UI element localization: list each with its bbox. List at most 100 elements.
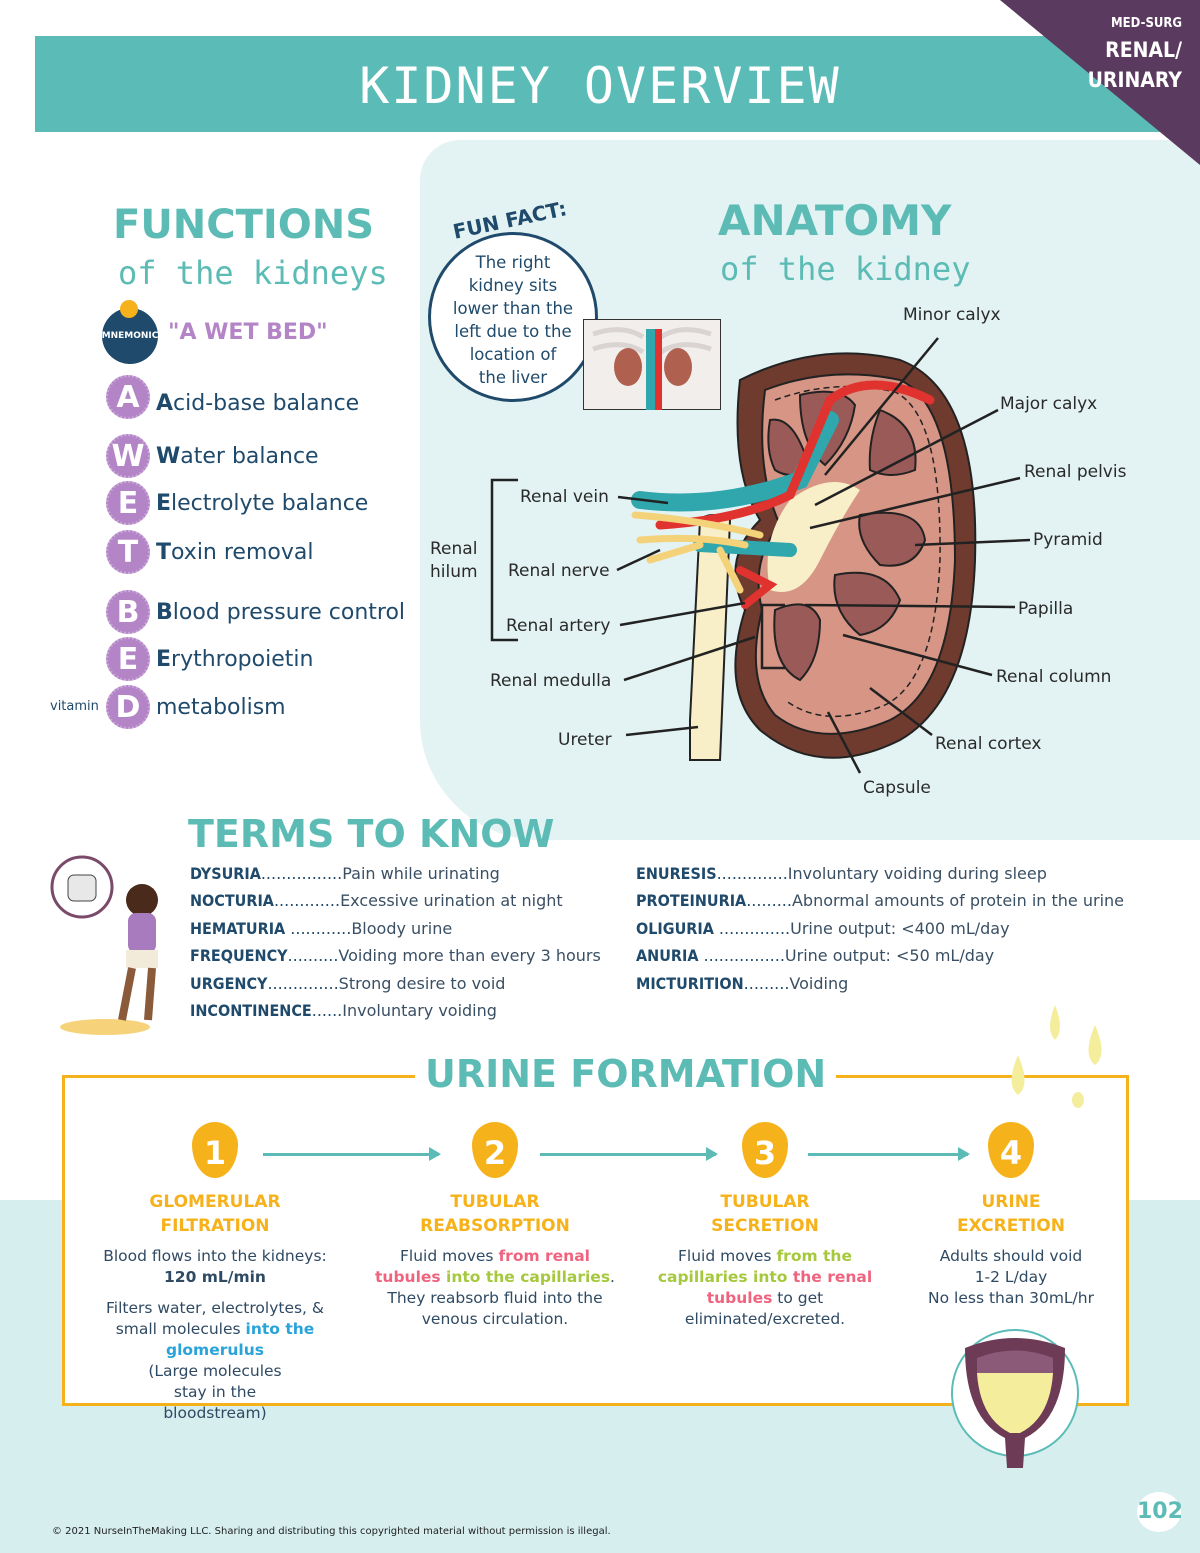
label-renal-vein: Renal vein bbox=[520, 487, 609, 507]
flow-arrow bbox=[540, 1147, 718, 1161]
step-heading: URINE bbox=[981, 1192, 1041, 1212]
term-definition: Strong desire to void bbox=[338, 974, 506, 993]
step-text: Adults should void bbox=[939, 1247, 1083, 1265]
term-definition: Urine output: <400 mL/day bbox=[790, 919, 1010, 938]
term-dots: ...... bbox=[311, 1001, 343, 1020]
step-heading: GLOMERULAR bbox=[149, 1192, 281, 1212]
letter-badge: A bbox=[106, 375, 150, 419]
step-highlight-pink: the renal tubules bbox=[706, 1268, 873, 1307]
letter-badge: D bbox=[106, 685, 150, 729]
step-heading: REABSORPTION bbox=[420, 1216, 570, 1236]
label-capsule: Capsule bbox=[863, 778, 931, 798]
anatomy-subtitle: of the kidney bbox=[720, 250, 971, 288]
term-row: URGENCY..............Strong desire to vo… bbox=[190, 974, 505, 993]
term-name: OLIGURIA bbox=[636, 919, 714, 938]
function-text: ater balance bbox=[180, 443, 319, 469]
term-definition: Excessive urination at night bbox=[340, 891, 563, 910]
term-name: ANURIA bbox=[636, 946, 699, 965]
label-major-calyx: Major calyx bbox=[1000, 394, 1098, 414]
letter-badge: E bbox=[106, 637, 150, 681]
step-highlight-pink: from renal tubules bbox=[375, 1247, 590, 1286]
term-definition: Involuntary voiding bbox=[342, 1001, 497, 1020]
term-dots: ............. bbox=[273, 891, 341, 910]
droplets-decoration bbox=[1011, 1005, 1102, 1108]
page-title: KIDNEY OVERVIEW bbox=[359, 57, 841, 115]
first-letter: A bbox=[156, 390, 174, 416]
first-letter: B bbox=[156, 599, 173, 625]
term-row: HEMATURIA ............Bloody urine bbox=[190, 919, 452, 938]
function-text: rythropoietin bbox=[171, 646, 314, 672]
first-letter: T bbox=[156, 539, 172, 565]
hilum-line: hilum bbox=[430, 562, 478, 582]
term-definition: Voiding more than every 3 hours bbox=[338, 946, 601, 965]
term-dots: .............. bbox=[716, 864, 788, 883]
first-letter: E bbox=[156, 646, 172, 672]
term-name: DYSURIA bbox=[190, 864, 261, 883]
step-highlight-green: into the capillaries bbox=[440, 1268, 611, 1286]
fun-fact-line: kidney sits bbox=[468, 276, 558, 295]
term-row: PROTEINURIA.........Abnormal amounts of … bbox=[636, 891, 1124, 910]
step-heading: SECRETION bbox=[711, 1216, 819, 1236]
corner-tab bbox=[1000, 0, 1200, 165]
step-highlight: into the glomerulus bbox=[166, 1320, 315, 1359]
step-text: Filters water, electrolytes, & small mol… bbox=[105, 1299, 324, 1338]
fun-fact-line: The right bbox=[475, 253, 551, 272]
step-heading: TUBULAR bbox=[720, 1192, 810, 1212]
label-papilla: Papilla bbox=[1018, 599, 1074, 619]
letter-badge: B bbox=[106, 590, 150, 634]
step-text: They reabsorb fluid into the venous circ… bbox=[387, 1289, 603, 1328]
term-row: FREQUENCY..........Voiding more than eve… bbox=[190, 946, 601, 965]
vitamin-prefix: vitamin bbox=[50, 699, 99, 714]
term-name: URGENCY bbox=[190, 974, 268, 993]
lightbulb-icon bbox=[120, 300, 138, 318]
term-name: FREQUENCY bbox=[190, 946, 288, 965]
term-dots: ............ bbox=[285, 919, 352, 938]
step-number-droplet: 1 bbox=[192, 1122, 238, 1178]
term-definition: Voiding bbox=[789, 974, 849, 993]
term-definition: Abnormal amounts of protein in the urine bbox=[791, 891, 1125, 910]
step-text: to get eliminated/excreted. bbox=[684, 1289, 846, 1328]
function-text: lectrolyte balance bbox=[171, 490, 369, 516]
label-renal-pelvis: Renal pelvis bbox=[1024, 462, 1127, 482]
term-row: INCONTINENCE......Involuntary voiding bbox=[190, 1001, 497, 1020]
term-dots: ......... bbox=[746, 891, 792, 910]
term-definition: Pain while urinating bbox=[342, 864, 500, 883]
term-definition: Bloody urine bbox=[351, 919, 453, 938]
function-text: oxin removal bbox=[171, 539, 314, 565]
term-dots: ................ bbox=[260, 864, 343, 883]
term-dots: .............. bbox=[267, 974, 339, 993]
term-name: MICTURITION bbox=[636, 974, 744, 993]
corner-topic-1: RENAL/ bbox=[1105, 38, 1182, 62]
term-name: PROTEINURIA bbox=[636, 891, 747, 910]
term-name: INCONTINENCE bbox=[190, 1001, 312, 1020]
label-renal-cortex: Renal cortex bbox=[935, 734, 1042, 754]
fun-fact-line: the liver bbox=[478, 368, 548, 387]
term-row: OLIGURIA ..............Urine output: <40… bbox=[636, 919, 1010, 938]
mnemonic-text: "A WET BED" bbox=[168, 320, 328, 345]
first-letter: W bbox=[156, 443, 181, 469]
first-letter: E bbox=[156, 490, 172, 516]
fun-fact-bubble: The right kidney sits lower than the lef… bbox=[428, 232, 598, 402]
label-ureter: Ureter bbox=[558, 730, 612, 750]
copyright-notice: © 2021 NurseInTheMaking LLC. Sharing and… bbox=[52, 1526, 611, 1537]
term-row: DYSURIA................Pain while urinat… bbox=[190, 864, 500, 883]
term-dots: ................ bbox=[698, 946, 785, 965]
step-text: Blood flows into the kidneys: bbox=[103, 1247, 327, 1265]
function-text: metabolism bbox=[156, 694, 286, 720]
letter-badge: E bbox=[106, 481, 150, 525]
step-text: Fluid moves bbox=[400, 1247, 499, 1265]
term-dots: .......... bbox=[287, 946, 339, 965]
term-name: ENURESIS bbox=[636, 864, 717, 883]
step-heading: TUBULAR bbox=[450, 1192, 540, 1212]
function-text: lood pressure control bbox=[172, 599, 406, 625]
step-rate: 120 mL/min bbox=[164, 1268, 266, 1286]
torso-kidneys-image bbox=[583, 319, 721, 410]
